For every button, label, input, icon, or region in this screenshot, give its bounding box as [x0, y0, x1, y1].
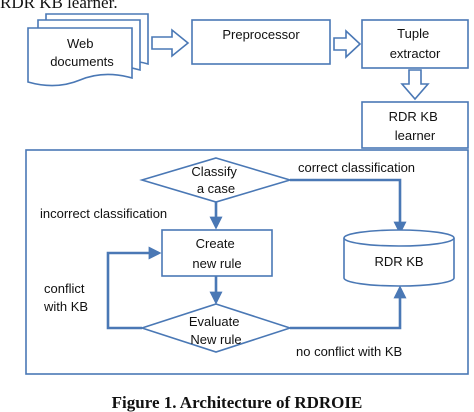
web-documents-node: Web documents	[27, 13, 149, 87]
preprocessor-node: Preprocessor	[191, 19, 331, 65]
evaluate-node: Evaluate New rule	[139, 303, 293, 353]
evaluate-line-2: New rule	[190, 332, 241, 347]
edge-conflict-line-1: conflict	[44, 281, 85, 296]
arrow-docs-to-preprocessor	[151, 28, 190, 58]
create-rule-line-2: new rule	[192, 256, 241, 271]
edge-no-conflict-with-kb: no conflict with KB	[296, 344, 402, 359]
arrow-preprocessor-to-tuple	[333, 29, 362, 59]
tuple-extractor-line-2: extractor	[390, 46, 441, 61]
classify-line-2: a case	[197, 181, 235, 196]
create-rule-line-1: Create	[196, 236, 235, 251]
rdr-kb-node: RDR KB	[343, 229, 455, 287]
edge-incorrect-classification: incorrect classification	[40, 206, 167, 221]
rdr-kb-learner-node: RDR KB learner	[361, 101, 469, 149]
rdr-kb-label: RDR KB	[374, 254, 423, 269]
evaluate-label: Evaluate New rule	[189, 314, 243, 347]
create-rule-node: Create new rule	[161, 229, 273, 277]
web-documents-line-1: Web	[67, 36, 94, 51]
evaluate-line-1: Evaluate	[189, 314, 240, 329]
tuple-extractor-node: Tuple extractor	[361, 19, 469, 69]
arrow-no-conflict-with-kb	[290, 285, 407, 330]
classify-label: Classify a case	[191, 164, 240, 196]
arrow-conflict-with-kb	[106, 246, 162, 330]
preprocessor-label: Preprocessor	[222, 27, 300, 42]
create-rule-label: Create new rule	[192, 236, 241, 271]
tuple-extractor-line-1: Tuple	[397, 26, 429, 41]
tuple-extractor-label: Tuple extractor	[390, 26, 441, 61]
figure-caption: Figure 1. Architecture of RDROIE	[112, 393, 363, 412]
arrow-correct-classification	[290, 178, 407, 235]
rdr-kb-learner-line-1: RDR KB	[389, 109, 438, 124]
edge-correct-classification: correct classification	[298, 160, 415, 175]
rdr-kb-learner-label: RDR KB learner	[389, 109, 442, 143]
edge-conflict-with-kb: conflict with KB	[43, 281, 88, 314]
web-documents-label: Web documents	[50, 36, 114, 69]
edge-conflict-line-2: with KB	[43, 299, 88, 314]
arrow-tuple-to-learner	[400, 69, 430, 101]
rdr-kb-learner-line-2: learner	[395, 128, 436, 143]
web-documents-line-2: documents	[50, 54, 114, 69]
classify-line-1: Classify	[191, 164, 237, 179]
header-fragment: RDR KB learner.	[0, 0, 118, 12]
